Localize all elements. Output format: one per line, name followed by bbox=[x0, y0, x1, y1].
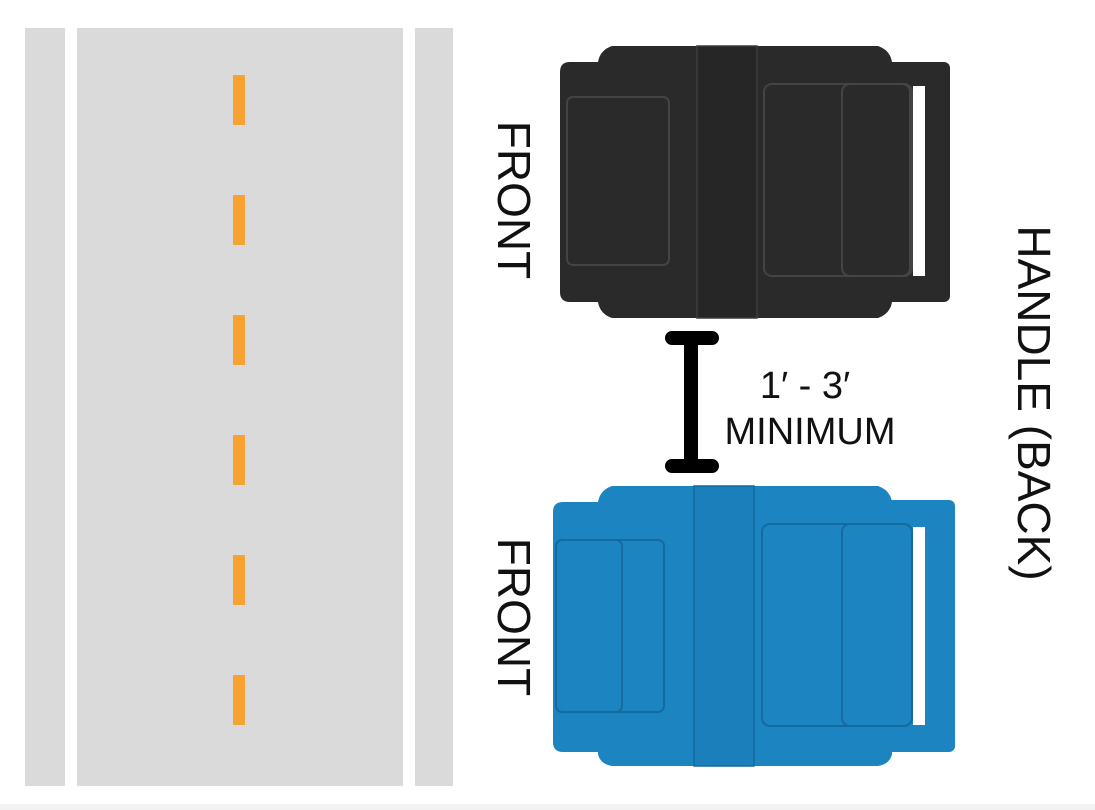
center-dash bbox=[233, 75, 245, 125]
cart-front-lip bbox=[560, 62, 605, 302]
bottom-edge-strip bbox=[0, 804, 1095, 810]
cart-rear-panel bbox=[763, 83, 911, 277]
center-dash bbox=[233, 315, 245, 365]
cart-handle-slot bbox=[913, 86, 925, 276]
road-shoulder-left bbox=[25, 28, 65, 786]
center-dash bbox=[233, 195, 245, 245]
front-label-bottom: FRONT bbox=[488, 538, 540, 696]
black-trash-cart-icon bbox=[560, 45, 950, 319]
spacing-measure-icon bbox=[665, 331, 719, 473]
cart-front-lip bbox=[553, 502, 605, 752]
cart-handle-bar bbox=[925, 527, 943, 725]
cart-lid-seam bbox=[696, 45, 758, 319]
cart-lid-seam bbox=[693, 485, 755, 767]
cart-handle-slot bbox=[913, 527, 925, 725]
handle-back-label: HANDLE (BACK) bbox=[1008, 225, 1060, 580]
road-shoulder-right bbox=[415, 28, 453, 786]
blue-recycling-cart-icon bbox=[553, 485, 955, 767]
gap-distance-label: 1′ - 3′ bbox=[760, 365, 850, 407]
road-lane bbox=[77, 28, 403, 786]
cart-front-inner-panel bbox=[555, 539, 623, 713]
measure-cap-bottom bbox=[665, 459, 719, 473]
cart-rear-inner-panel bbox=[841, 83, 913, 277]
cart-rear-inner-panel bbox=[841, 523, 913, 727]
measure-shaft bbox=[684, 338, 698, 466]
cart-front-panel bbox=[566, 96, 670, 266]
center-dash bbox=[233, 555, 245, 605]
center-dash bbox=[233, 435, 245, 485]
front-label-top: FRONT bbox=[488, 121, 540, 279]
gap-minimum-label: MINIMUM bbox=[725, 411, 896, 453]
center-line bbox=[233, 75, 245, 725]
road bbox=[25, 28, 453, 786]
center-dash bbox=[233, 675, 245, 725]
cart-handle-bar bbox=[925, 86, 940, 276]
